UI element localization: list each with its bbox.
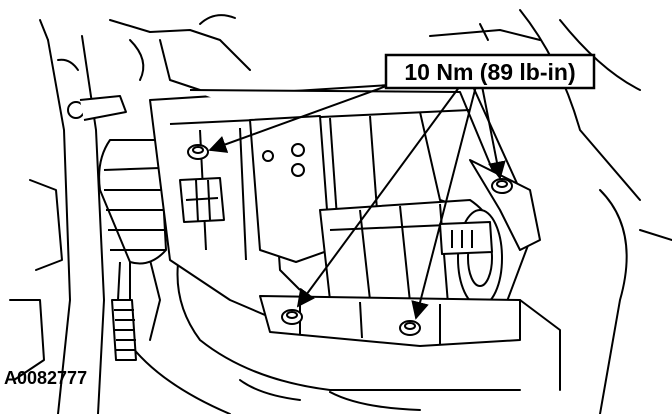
callout-box — [384, 53, 596, 90]
lower-tray-drawing — [259, 295, 521, 347]
figure-id: A0082777 — [4, 368, 87, 388]
leader-line-4 — [411, 85, 477, 320]
left-pipe-drawing — [67, 95, 167, 361]
bolt-3-icon — [281, 309, 303, 325]
bolt-2-icon — [491, 178, 513, 194]
callout-label: 10 Nm (89 lb-in) — [404, 59, 575, 85]
main-assembly-drawing — [149, 79, 541, 331]
leader-line-2 — [481, 85, 506, 180]
leader-lines — [208, 83, 506, 320]
leader-line-1 — [208, 83, 393, 153]
bolt-1-icon — [187, 144, 209, 160]
torque-callout: 10 Nm (89 lb-in) — [384, 53, 596, 90]
bolt-4-icon — [399, 320, 421, 336]
leader-line-3 — [296, 85, 461, 308]
